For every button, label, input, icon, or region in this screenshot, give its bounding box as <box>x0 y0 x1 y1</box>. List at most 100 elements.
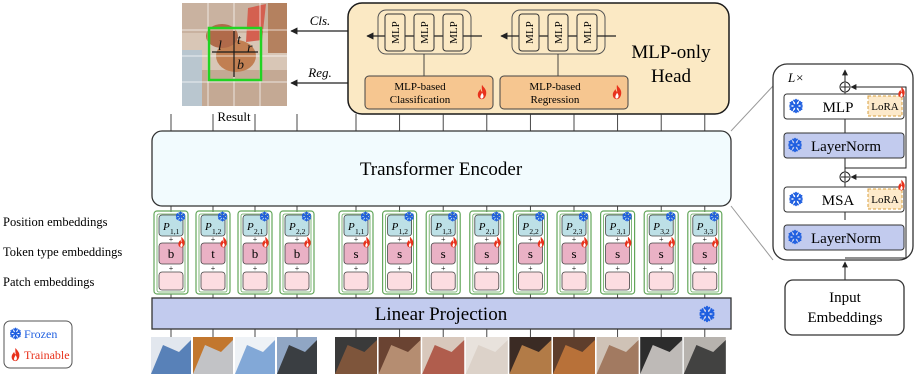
svg-text:1,2: 1,2 <box>399 227 409 236</box>
svg-text:+: + <box>397 235 402 244</box>
cls-mlp-label: MLP <box>448 21 460 44</box>
patch-embedding-cell <box>242 271 268 291</box>
cls-mlp-label: MLP <box>390 21 402 44</box>
token-type-cell: b <box>158 242 184 265</box>
svg-text:+: + <box>615 235 620 244</box>
svg-text:+: + <box>295 235 300 244</box>
trainable-icon <box>537 236 545 248</box>
svg-text:b: b <box>168 246 175 261</box>
token-type-cell: s <box>692 242 718 265</box>
input-patch-thumbnail <box>683 329 726 374</box>
svg-text:3,1: 3,1 <box>617 227 627 236</box>
token-type-cell: s <box>605 242 630 265</box>
token-type-cell: b <box>242 242 268 265</box>
input-embeddings-line1: Input <box>829 290 861 306</box>
svg-text:s: s <box>397 246 402 261</box>
token-type-cell: s <box>561 242 587 265</box>
block-msa-label: MSA <box>822 193 855 209</box>
svg-text:+: + <box>528 235 533 244</box>
svg-text:+: + <box>211 235 216 244</box>
svg-text:+: + <box>703 235 708 244</box>
patch-embedding-cell <box>284 271 310 291</box>
trainable-icon <box>668 236 675 248</box>
legend: Frozen Trainable <box>3 320 73 369</box>
svg-text:+: + <box>253 235 258 244</box>
input-embeddings-line2: Embeddings <box>808 310 883 326</box>
legend-frozen-label: Frozen <box>24 327 57 341</box>
svg-text:+: + <box>295 264 300 273</box>
patch-embedding-cell <box>343 271 369 291</box>
patch-embedding-cell <box>692 271 718 291</box>
block-layernorm-bottom-label: LayerNorm <box>811 231 881 247</box>
svg-text:s: s <box>484 246 489 261</box>
svg-text:P: P <box>478 221 486 233</box>
svg-text:s: s <box>659 246 664 261</box>
reg-mlp-label: MLP <box>582 21 594 44</box>
result-panel: l t r b Result <box>182 3 287 124</box>
reg-label: Reg. <box>307 65 331 80</box>
token-type-cell: s <box>343 242 369 265</box>
token-type-embeddings-label: Token type embeddings <box>3 245 122 259</box>
svg-text:+: + <box>572 235 577 244</box>
input-patches <box>151 329 726 374</box>
cls-mlp-label: MLP <box>419 21 431 44</box>
block-layernorm-top-label: LayerNorm <box>811 139 881 155</box>
svg-text:+: + <box>354 235 359 244</box>
input-embeddings-box: Input Embeddings <box>784 279 905 336</box>
svg-text:+: + <box>615 264 620 273</box>
svg-text:1,3: 1,3 <box>442 227 452 236</box>
input-patch-thumbnail <box>335 329 377 374</box>
input-patch-thumbnail <box>277 329 317 374</box>
svg-text:+: + <box>659 264 664 273</box>
input-patch-thumbnail <box>465 329 508 374</box>
svg-text:P: P <box>246 221 254 233</box>
input-patch-thumbnail <box>378 329 421 374</box>
svg-text:+: + <box>485 264 490 273</box>
trainable-icon <box>712 236 719 248</box>
input-patch-thumbnail <box>422 329 465 374</box>
classification-line2: Classification <box>390 94 451 106</box>
svg-text:P: P <box>521 221 529 233</box>
trainable-icon <box>304 236 311 248</box>
svg-text:3,3: 3,3 <box>704 227 714 236</box>
svg-text:2,1: 2,1 <box>254 227 264 236</box>
trainable-icon <box>450 236 457 248</box>
block-mlp: MLP LoRA <box>783 86 905 120</box>
patch-embeddings-label: Patch embeddings <box>3 275 94 289</box>
classification-head: MLP-based Classification <box>364 75 494 110</box>
patch-embedding-cell <box>518 271 543 291</box>
svg-text:+: + <box>169 264 174 273</box>
block-layernorm-bottom: LayerNorm <box>783 224 905 251</box>
trainable-icon <box>581 236 588 248</box>
trainable-icon <box>262 236 269 248</box>
svg-text:1,1: 1,1 <box>355 227 365 236</box>
block-repeat-label: L× <box>787 70 804 85</box>
trainable-icon <box>178 236 185 248</box>
transformer-encoder <box>151 130 732 207</box>
cls-mlp-3: MLP <box>442 13 464 52</box>
input-patch-thumbnail <box>640 329 683 374</box>
svg-text:+: + <box>572 264 577 273</box>
svg-text:P: P <box>434 221 442 233</box>
input-patch-thumbnail <box>193 329 233 374</box>
linear-projection-label: Linear Projection <box>375 304 508 325</box>
linear-projection <box>151 297 732 330</box>
token-type-cell: s <box>430 242 456 265</box>
patch-embedding-cell <box>158 271 184 291</box>
